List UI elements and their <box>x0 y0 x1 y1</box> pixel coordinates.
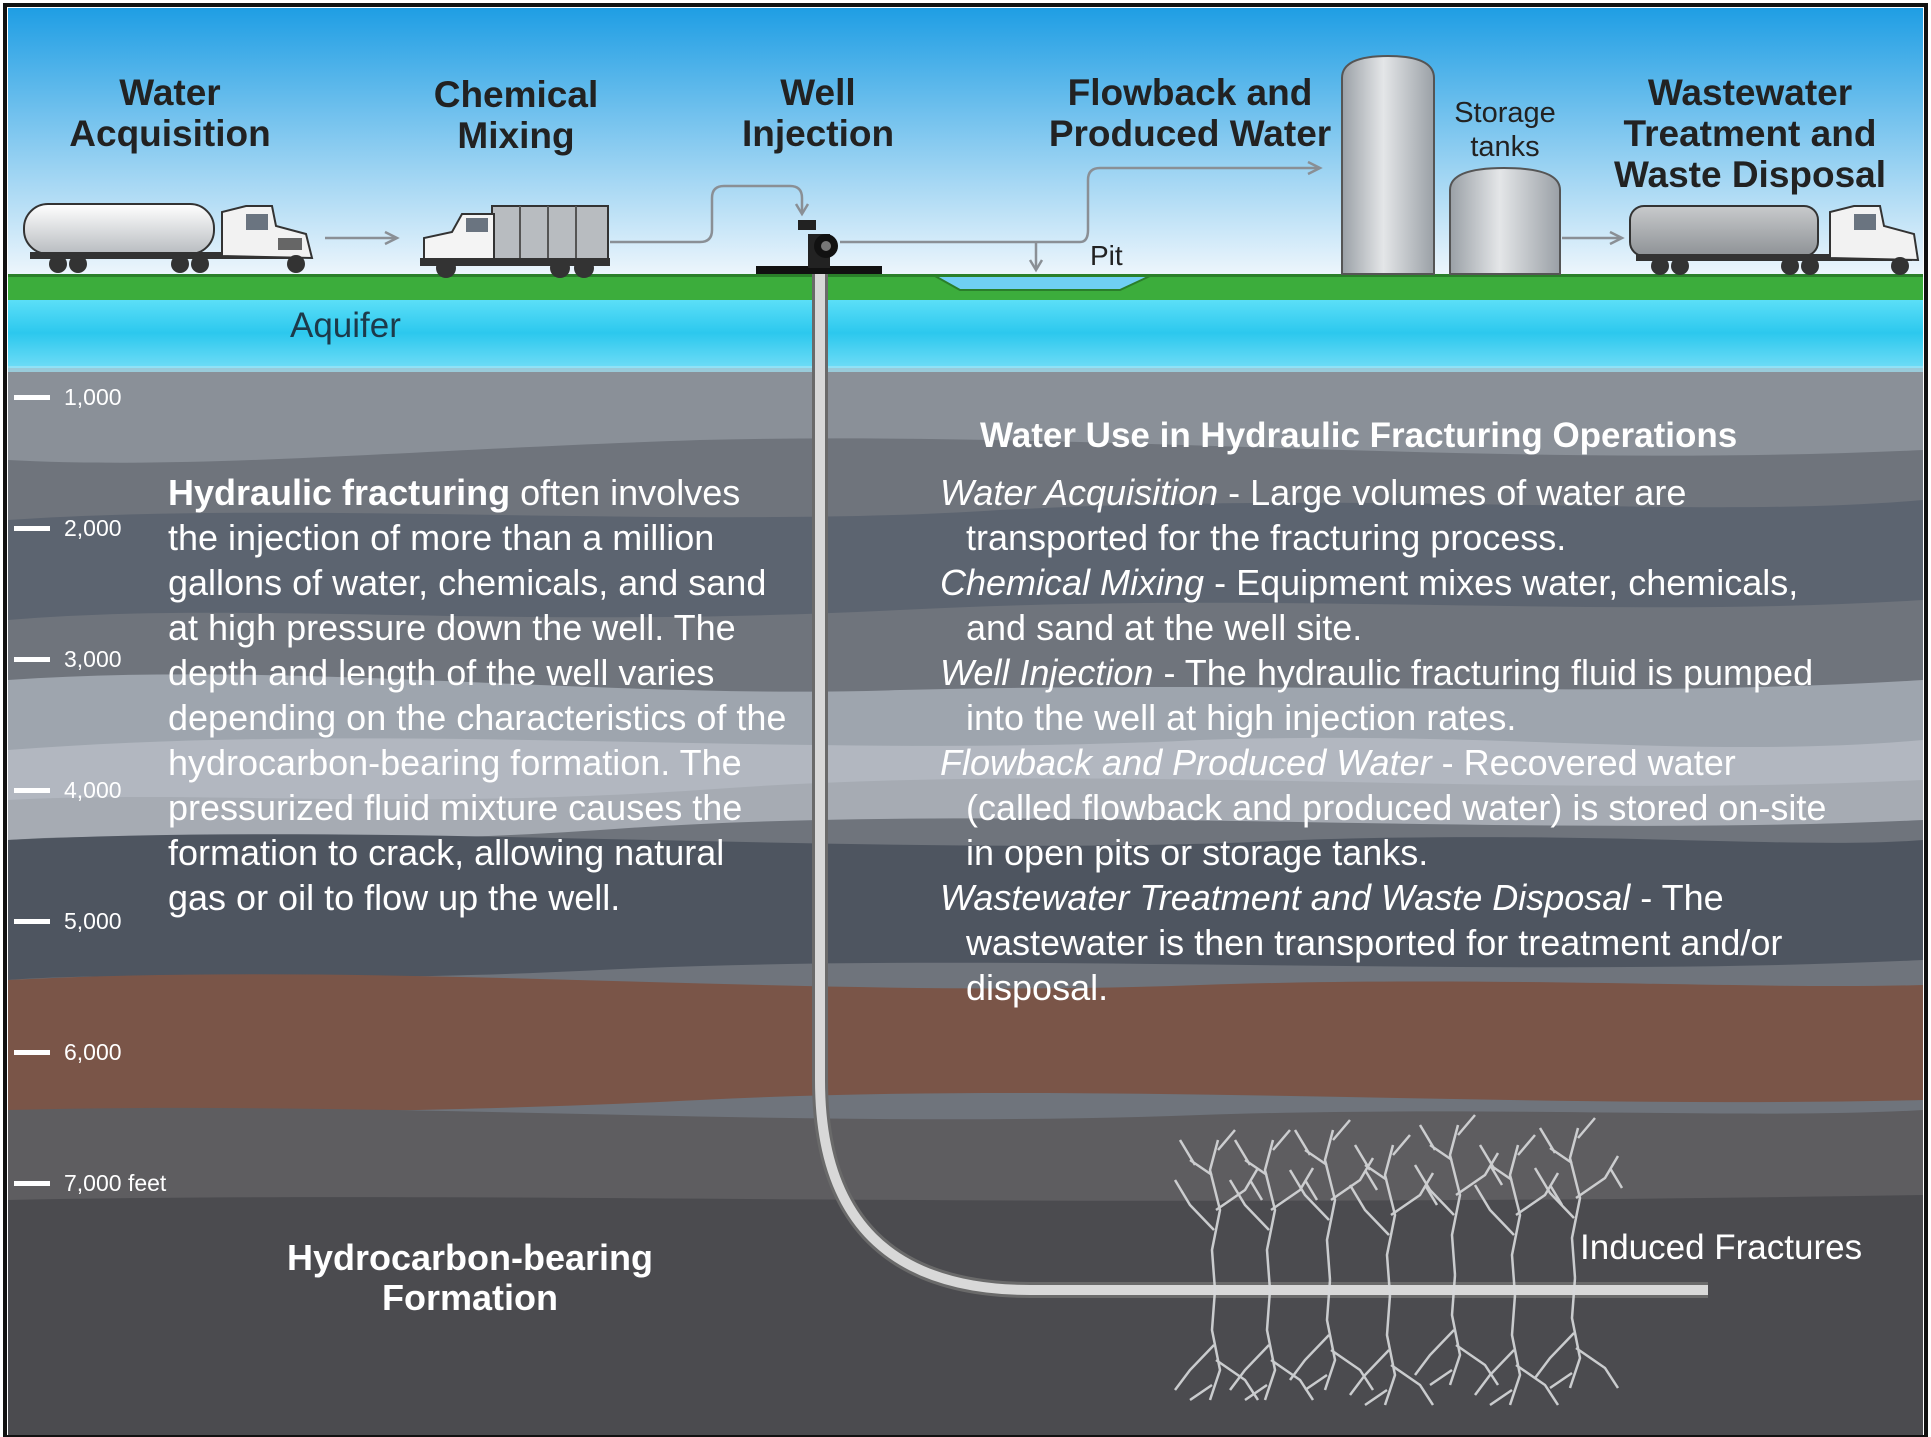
depth-marker: 2,000 <box>14 515 122 541</box>
stage-water-acquisition: Water Acquisition <box>69 72 271 154</box>
operation-item: Chemical Mixing - Equipment mixes water,… <box>940 562 1799 648</box>
storage-tanks-label: Storage tanks <box>1454 97 1556 163</box>
operation-item: Water Acquisition - Large volumes of wat… <box>940 472 1687 558</box>
formation-label: Hydrocarbon-bearing Formation <box>286 1237 654 1318</box>
operations-list: Water Acquisition - Large volumes of wat… <box>940 470 1840 1010</box>
depth-marker: 5,000 <box>14 908 122 934</box>
aquifer-label: Aquifer <box>290 306 401 345</box>
wellhead-icon <box>756 220 882 274</box>
stage-flowback: Flowback and Produced Water <box>1048 72 1332 154</box>
operation-item: Wastewater Treatment and Waste Disposal … <box>940 877 1783 1008</box>
depth-marker: 3,000 <box>14 646 122 672</box>
stage-chemical-mixing: Chemical Mixing <box>433 74 599 156</box>
pit-label: Pit <box>1090 240 1123 271</box>
aquifer-layer <box>8 298 1923 368</box>
depth-marker: 7,000 feet <box>14 1170 166 1196</box>
pit <box>931 275 1151 291</box>
stage-well-injection: Well Injection <box>741 72 895 154</box>
flow-arrows <box>325 160 1625 273</box>
description-lead: Hydraulic fracturing <box>168 472 511 513</box>
stage-wastewater: Wastewater Treatment and Waste Disposal <box>1613 72 1887 195</box>
diagram-frame <box>3 3 1928 1437</box>
rock-strata <box>8 360 1923 1437</box>
induced-fractures <box>1173 1113 1624 1407</box>
mixing-truck-icon <box>420 205 610 278</box>
tanker-truck-icon <box>23 203 314 273</box>
description-paragraph: Hydraulic fracturing often involves the … <box>168 470 788 920</box>
induced-fractures-label: Induced Fractures <box>1580 1228 1863 1267</box>
sky <box>8 8 1923 276</box>
operations-title: Water Use in Hydraulic Fracturing Operat… <box>980 416 1738 455</box>
operation-item: Well Injection - The hydraulic fracturin… <box>940 652 1814 738</box>
description-text: often involves the injection of more tha… <box>168 472 787 918</box>
depth-marker: 1,000 <box>14 384 122 410</box>
storage-tank-icon <box>1341 54 1561 275</box>
disposal-truck-icon <box>1629 205 1920 275</box>
operation-item: Flowback and Produced Water - Recovered … <box>940 742 1827 873</box>
depth-marker: 6,000 <box>14 1039 122 1065</box>
depth-marker: 4,000 <box>14 777 122 803</box>
